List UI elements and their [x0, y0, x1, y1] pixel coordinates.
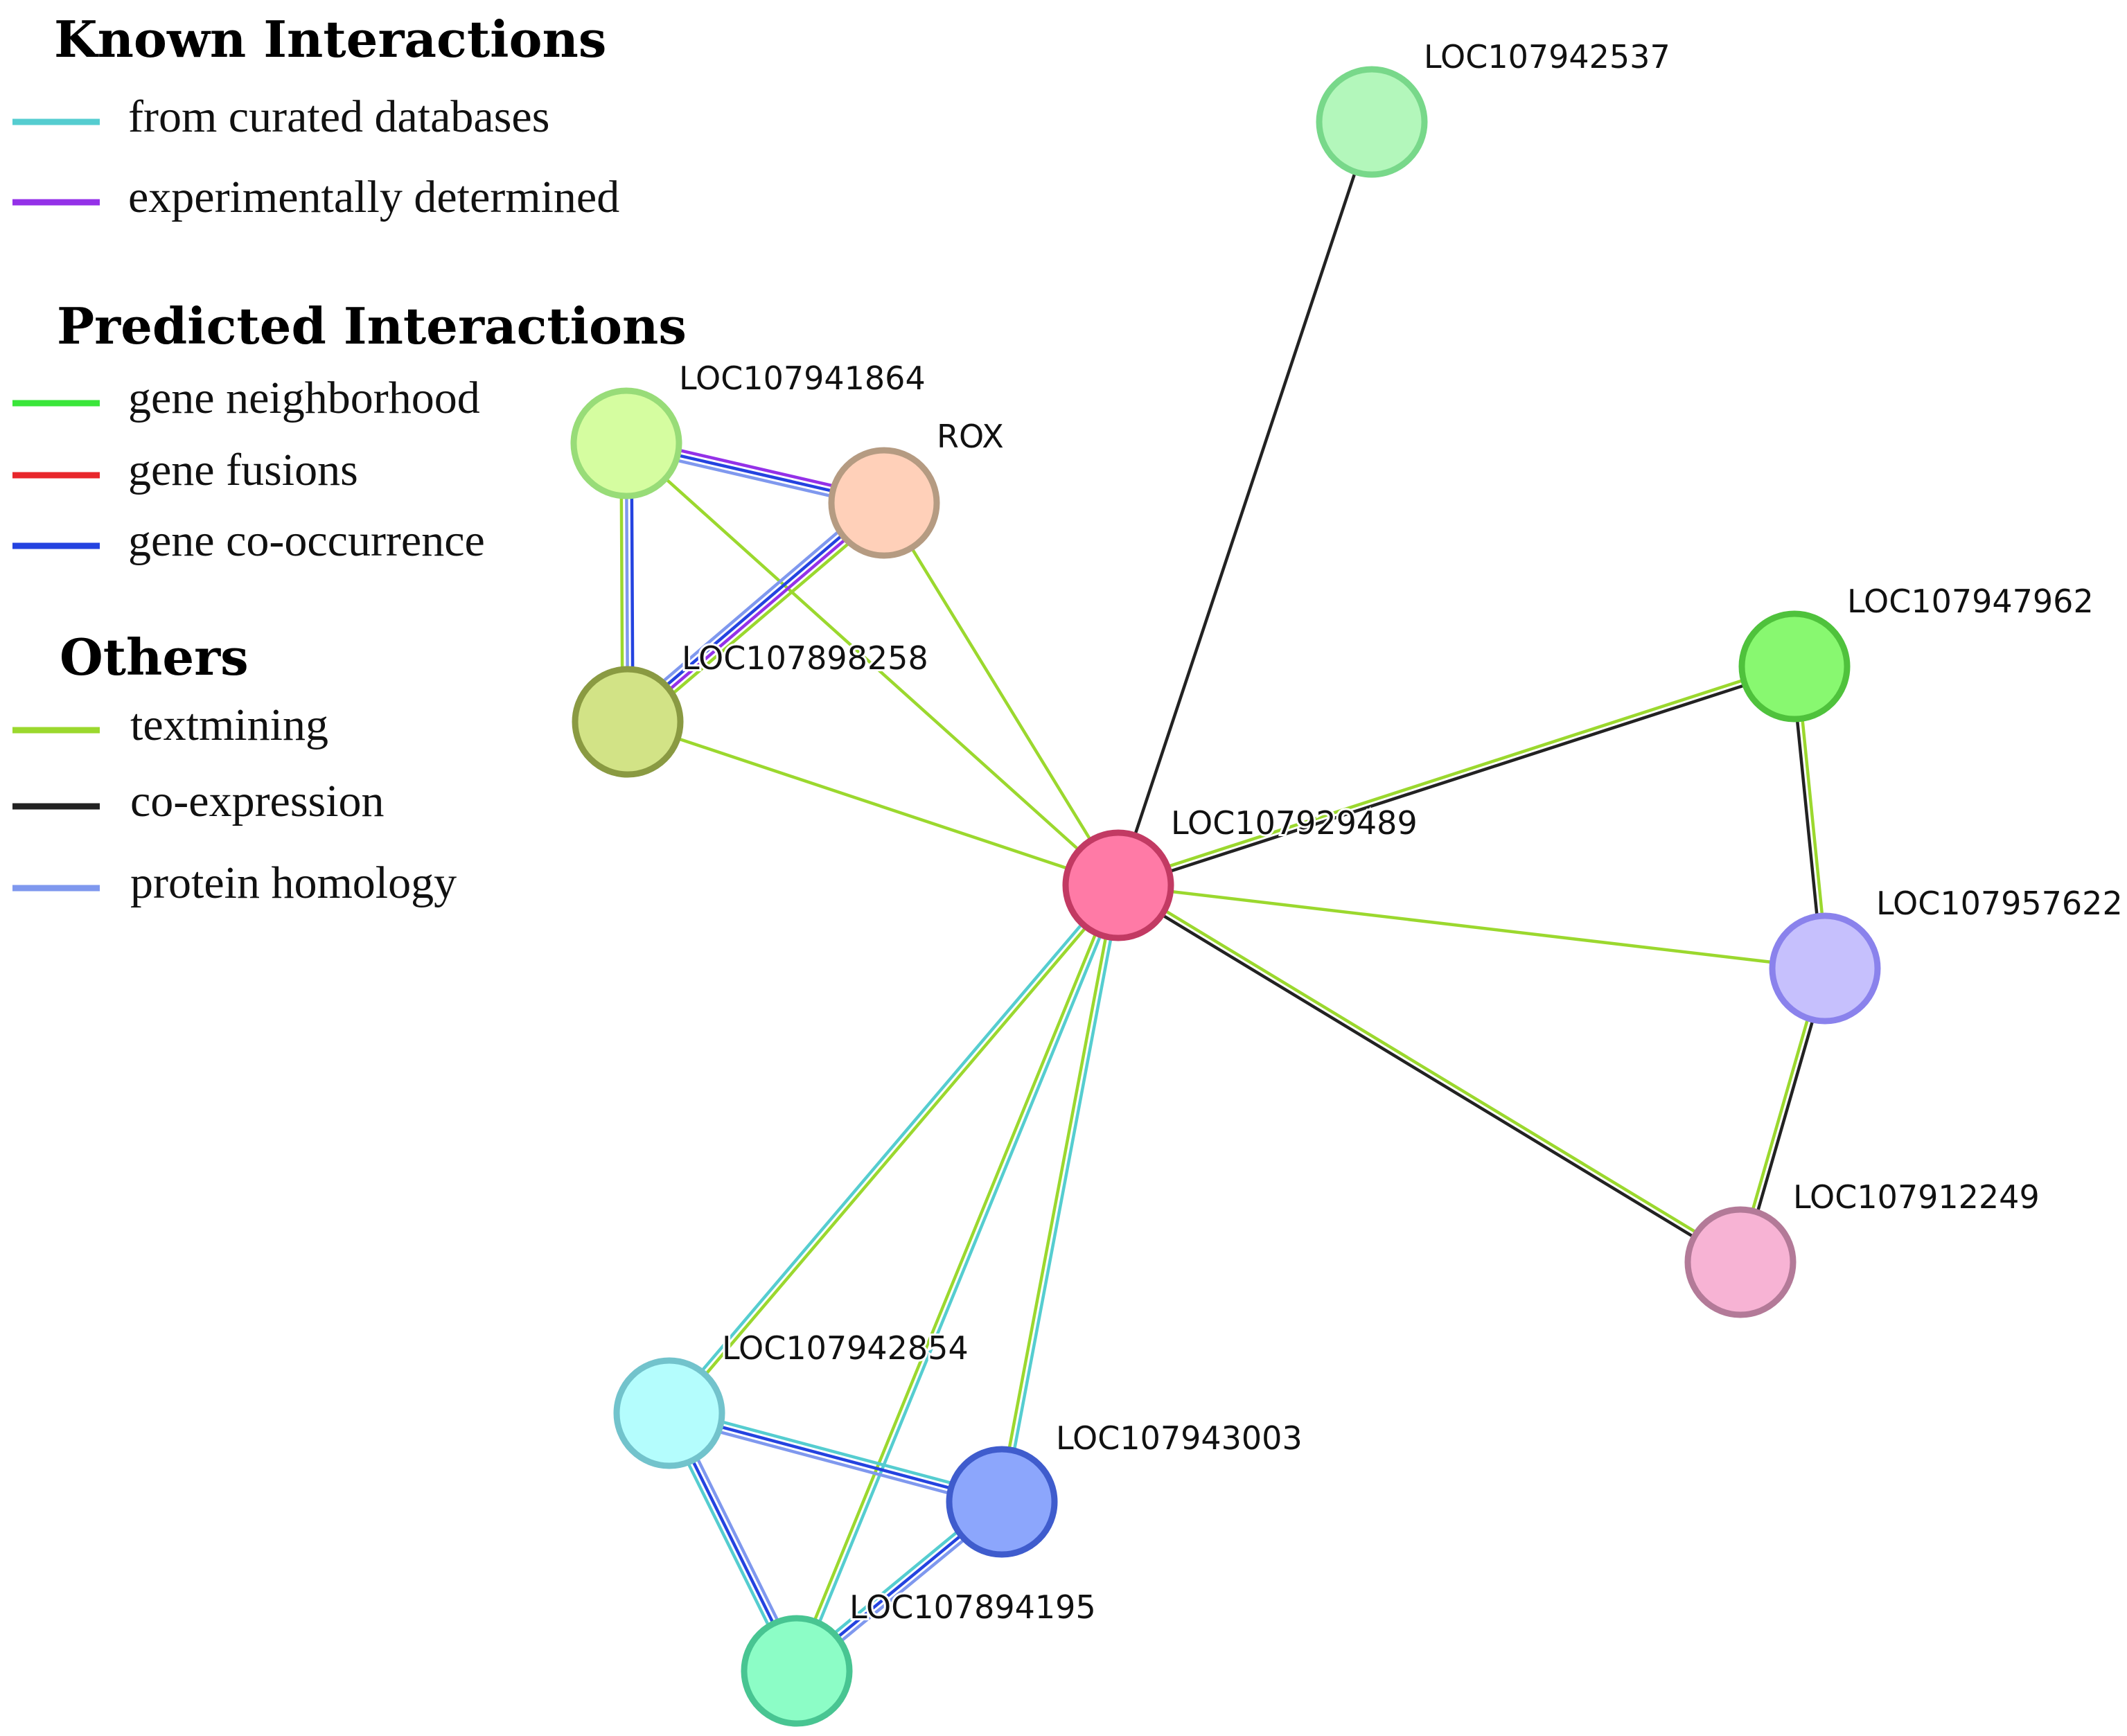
edge-line-textmining [626, 720, 1120, 887]
edge-line-textmining [882, 501, 1120, 887]
node-label: LOC107929489 [1171, 804, 1418, 842]
edge-LOC107929489-LOC107947962 [1115, 662, 1797, 889]
node-circle[interactable] [1738, 610, 1851, 723]
node-label: LOC107947962 [1847, 583, 2094, 620]
node-circle[interactable] [572, 666, 684, 778]
node-circle[interactable] [1316, 66, 1428, 178]
node-circle[interactable] [1769, 912, 1881, 1025]
edge-line-protein-homology [621, 495, 881, 718]
edge-line-textmining [624, 441, 1120, 887]
node-circle[interactable] [1062, 829, 1174, 941]
edge-line-from-curated-databases [665, 882, 1118, 1413]
edge-line-from-curated-databases [669, 1406, 1005, 1499]
node-ROX[interactable]: ROX [828, 416, 1006, 559]
edge-line-textmining [793, 883, 1118, 1672]
legend-section-title: Predicted Interactions [57, 296, 687, 355]
legend-label-curated-databases: from curated databases [128, 91, 549, 142]
node-LOC107942854[interactable]: LOC107942854 [613, 1327, 971, 1469]
edge-LOC107929489-ROX [882, 501, 1120, 887]
legend-label-gene-fusions: gene fusions [128, 445, 358, 495]
edge-LOC107929489-LOC107942537 [1116, 120, 1374, 887]
edge-line-textmining [1118, 881, 1744, 1262]
edge-line-gene-co-occurrence [624, 499, 884, 722]
node-LOC107929489[interactable]: LOC107929489 [1062, 802, 1420, 941]
node-circle[interactable] [1684, 1206, 1797, 1318]
node-label: LOC107941864 [679, 360, 926, 397]
edge-ROX-LOC107898258 [621, 495, 891, 729]
edge-line-experimentally-determined [628, 503, 888, 726]
edge-line-textmining [1116, 883, 1827, 971]
node-LOC107912249[interactable]: LOC107912249 [1684, 1176, 2042, 1318]
node-circle[interactable] [613, 1357, 725, 1469]
node-label: LOC107898258 [682, 639, 928, 677]
node-LOC107942537[interactable]: LOC107942537 [1316, 36, 1673, 178]
legend-label-co-expression: co-expression [130, 776, 385, 826]
node-LOC107898258[interactable]: LOC107898258 [572, 637, 930, 778]
edge-LOC107929489-LOC107942854 [665, 882, 1122, 1417]
node-label: ROX [937, 418, 1004, 455]
edge-LOC107942854-LOC107943003 [666, 1406, 1005, 1509]
legend-label-protein-homology: protein homology [130, 858, 457, 908]
node-circle[interactable] [828, 447, 940, 559]
legend-section-title: Others [60, 628, 249, 687]
edge-line-protein-homology [666, 1416, 1003, 1509]
edge-line-co-expression [1116, 120, 1374, 887]
edge-LOC107929489-LOC107957622 [1116, 883, 1827, 971]
node-LOC107947962[interactable]: LOC107947962 [1738, 581, 2096, 723]
node-label: LOC107912249 [1793, 1178, 2040, 1216]
legend-label-gene-co-occurrence: gene co-occurrence [128, 515, 485, 566]
edge-line-textmining [669, 885, 1122, 1417]
edge-line-co-expression [1117, 667, 1797, 889]
legend-label-experimentally-determined: experimentally determined [128, 172, 619, 222]
legend-label-gene-neighborhood: gene neighborhood [128, 373, 480, 423]
edge-line-textmining [998, 883, 1118, 1503]
edge-line-from-curated-databases [1003, 884, 1122, 1504]
edge-LOC107929489-LOC107943003 [998, 883, 1122, 1504]
edge-line-gene-co-occurrence [667, 1411, 1004, 1504]
edge-line-from-curated-databases [797, 885, 1122, 1674]
edge-line-textmining [631, 507, 891, 729]
node-label: LOC107943003 [1056, 1419, 1303, 1457]
edge-LOC107929489-LOC107941864 [624, 441, 1120, 887]
edge-LOC107929489-LOC107894195 [793, 883, 1122, 1674]
node-LOC107894195[interactable]: LOC107894195 [741, 1586, 1098, 1727]
node-label: LOC107957622 [1876, 885, 2123, 922]
legend-label-textmining: textmining [130, 700, 328, 750]
node-circle[interactable] [741, 1615, 853, 1727]
edge-line-co-expression [1115, 885, 1741, 1266]
edge-LOC107929489-LOC107898258 [626, 720, 1120, 887]
evidence-legend: Known Interactions from curated database… [12, 10, 687, 908]
edge-LOC107929489-LOC107912249 [1115, 881, 1744, 1266]
network-nodes: LOC107942537LOC107941864ROXLOC107898258L… [570, 36, 2125, 1727]
node-LOC107943003[interactable]: LOC107943003 [946, 1417, 1305, 1558]
edge-line-textmining [1115, 662, 1796, 885]
node-LOC107941864[interactable]: LOC107941864 [570, 357, 928, 499]
node-circle[interactable] [570, 387, 682, 499]
node-label: LOC107894195 [849, 1588, 1096, 1626]
legend-section-title: Known Interactions [54, 10, 606, 69]
node-circle[interactable] [946, 1446, 1058, 1558]
node-label: LOC107942537 [1424, 38, 1670, 76]
node-LOC107957622[interactable]: LOC107957622 [1769, 883, 2125, 1025]
node-label: LOC107942854 [722, 1329, 969, 1367]
